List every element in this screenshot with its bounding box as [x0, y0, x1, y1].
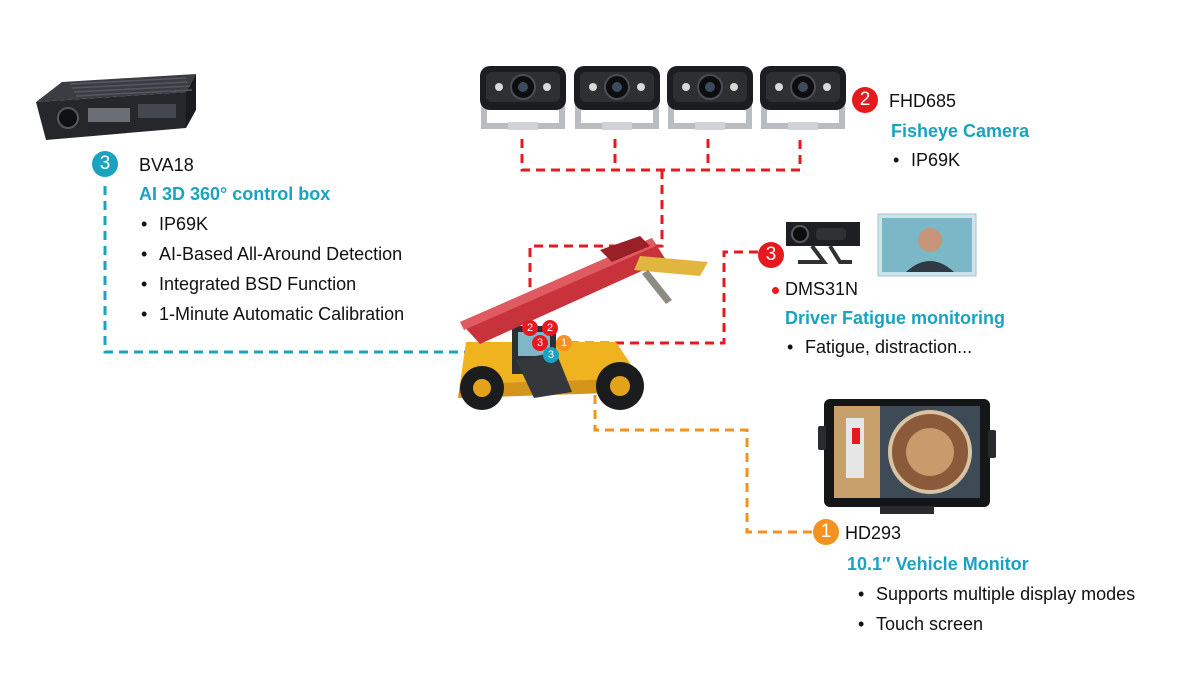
- box-feature-list: IP69K AI-Based All-Around Detection Inte…: [139, 209, 404, 329]
- monitor-feature-list: Supports multiple display modes Touch sc…: [856, 579, 1135, 639]
- vehicle-marker-box: 3: [543, 347, 559, 363]
- camera-feature-item: IP69K: [891, 145, 960, 175]
- vehicle-marker-monitor: 1: [556, 335, 572, 351]
- monitor-model-label: HD293: [845, 523, 902, 543]
- dms-model-label: DMS31N: [785, 279, 859, 299]
- camera-bus-line: [520, 139, 802, 172]
- dms-feature-list: Fatigue, distraction...: [785, 332, 972, 362]
- dms-number-badge: 3: [758, 242, 784, 268]
- box-feature-item: IP69K: [139, 209, 404, 239]
- dms-connector-line: [560, 250, 758, 345]
- dms-status-dot: [772, 287, 779, 294]
- camera-title: Fisheye Camera: [891, 121, 1030, 141]
- dms-camera-device: [786, 222, 860, 264]
- monitor-connector-line: [593, 380, 812, 534]
- box-feature-item: Integrated BSD Function: [139, 269, 404, 299]
- camera-model-label: FHD685: [889, 91, 957, 111]
- box-number-badge: 3: [92, 151, 118, 177]
- camera-feature-list: IP69K: [891, 145, 960, 175]
- box-feature-item: AI-Based All-Around Detection: [139, 239, 404, 269]
- vehicle-monitor-device: [818, 399, 996, 514]
- dms-title: Driver Fatigue monitoring: [785, 308, 1006, 328]
- driver-monitoring-preview: [877, 213, 977, 277]
- box-model-label: BVA18: [139, 155, 194, 175]
- vehicle-marker-camera: 2: [542, 320, 558, 336]
- camera-connector-line: [528, 170, 664, 310]
- vehicle-marker-dms: 3: [532, 335, 548, 351]
- box-title: AI 3D 360° control box: [139, 184, 331, 204]
- monitor-feature-item: Supports multiple display modes: [856, 579, 1135, 609]
- monitor-title: 10.1″ Vehicle Monitor: [847, 554, 1029, 574]
- box-feature-item: 1-Minute Automatic Calibration: [139, 299, 404, 329]
- vehicle-marker-camera: 2: [522, 320, 538, 336]
- camera-number-badge: 2: [852, 87, 878, 113]
- fisheye-camera-device: [480, 66, 846, 130]
- dms-feature-item: Fatigue, distraction...: [785, 332, 972, 362]
- box-connector-line: [103, 186, 490, 354]
- control-box-device: [36, 74, 196, 140]
- monitor-number-badge: 1: [813, 519, 839, 545]
- monitor-feature-item: Touch screen: [856, 609, 1135, 639]
- reach-stacker-vehicle: [458, 236, 708, 410]
